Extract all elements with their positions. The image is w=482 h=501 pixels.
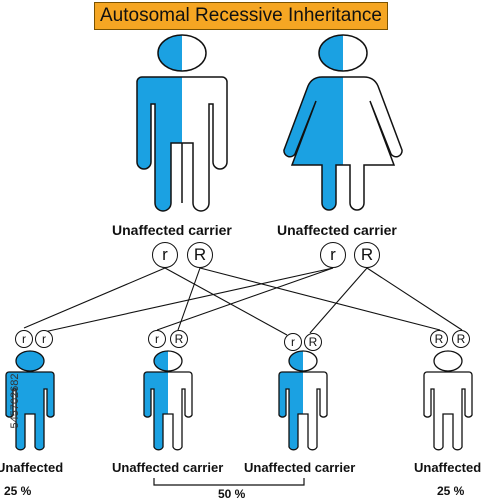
child-1-figure — [5, 350, 55, 451]
child-4-allele-1: R — [430, 330, 448, 348]
father-allele-1: r — [152, 242, 178, 268]
child-2-allele-1: r — [148, 330, 166, 348]
child-3-allele-2: R — [304, 333, 322, 351]
child-2-allele-2: R — [170, 330, 188, 348]
child-4-figure — [423, 350, 473, 451]
carrier-percent: 50 % — [218, 487, 246, 501]
child-4-status-label: Unaffected — [414, 460, 482, 475]
child-2-status-label: Unaffected carrier — [112, 460, 224, 475]
child-4-allele-2: R — [452, 330, 470, 348]
mother-allele-2: R — [354, 242, 380, 268]
mother-status-label: Unaffected carrier — [277, 222, 397, 238]
father-status-label: Unaffected carrier — [112, 222, 232, 238]
child-4-percent: 25 % — [437, 484, 465, 498]
father-allele-2: R — [187, 242, 213, 268]
inheritance-lines — [23, 267, 463, 336]
stock-watermark-id: 545702682 — [9, 373, 21, 429]
child-3-figure — [278, 350, 328, 451]
diagram-title: Autosomal Recessive Inheritance — [94, 2, 388, 30]
child-3-allele-1: r — [284, 333, 302, 351]
father-figure — [136, 34, 228, 212]
child-1-status-label: Unaffected — [0, 460, 64, 475]
child-1-allele-2: r — [35, 330, 53, 348]
child-1-allele-1: r — [15, 330, 33, 348]
child-1-percent: 25 % — [4, 484, 32, 498]
mother-allele-1: r — [320, 242, 346, 268]
child-3-status-label: Unaffected carrier — [244, 460, 356, 475]
carrier-bracket — [153, 478, 305, 486]
child-2-figure — [143, 350, 193, 451]
mother-figure — [283, 34, 403, 211]
